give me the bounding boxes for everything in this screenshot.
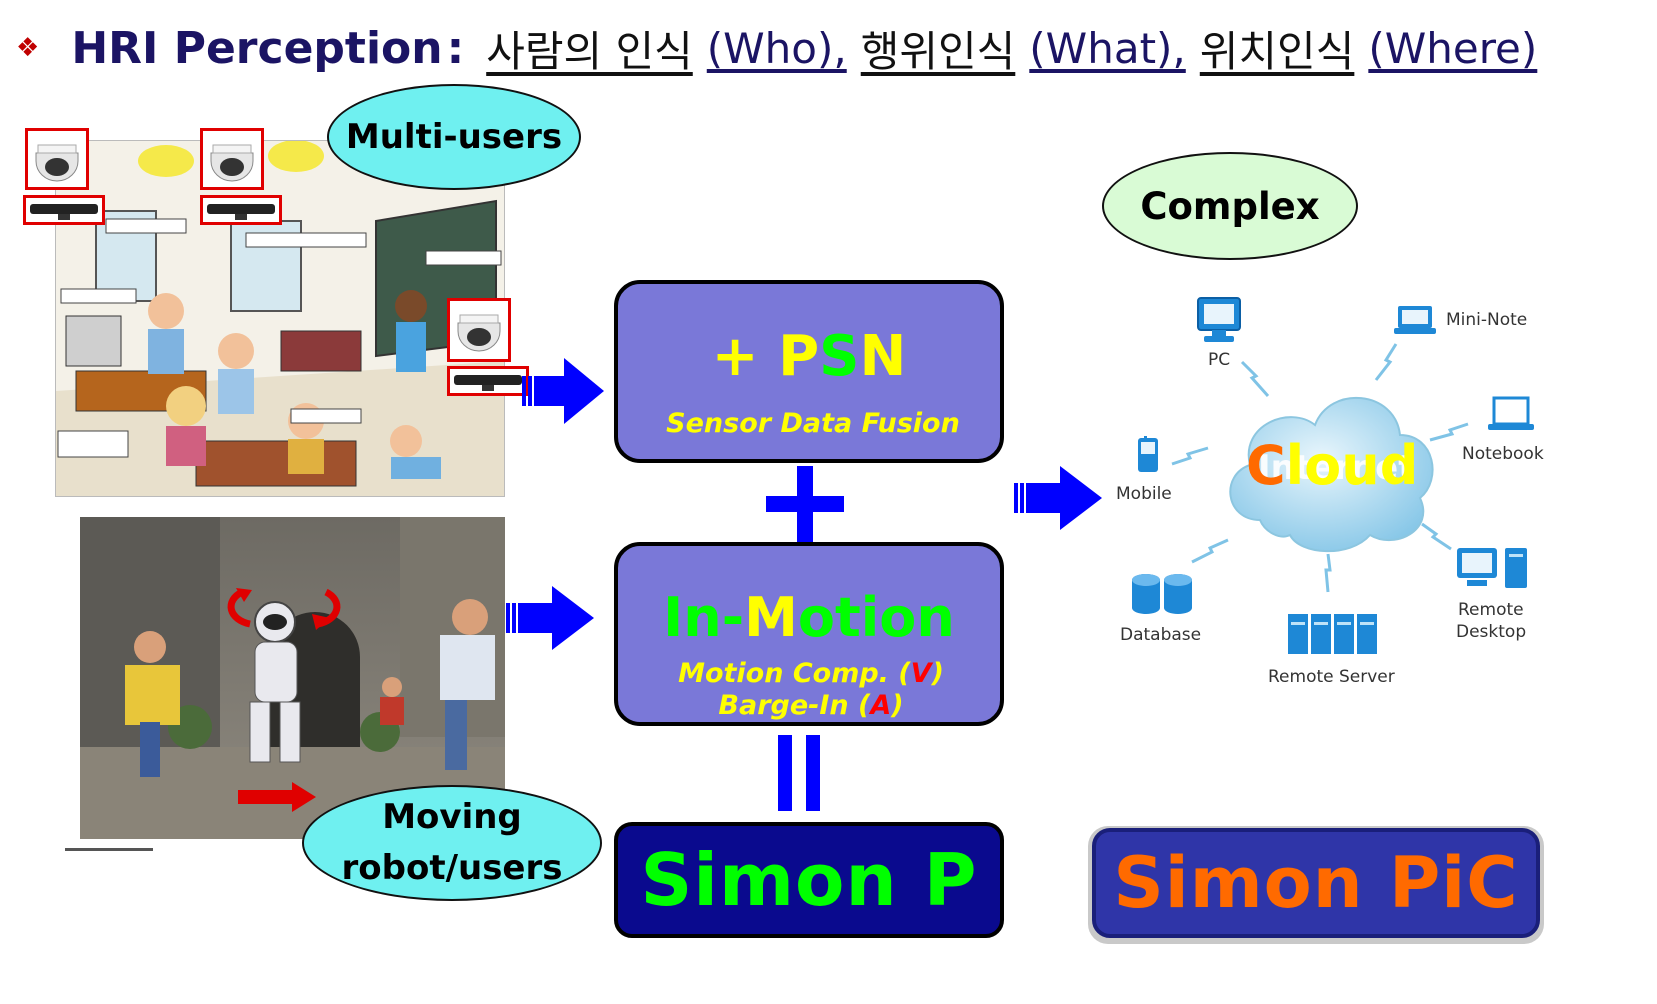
database-label: Database [1120,625,1202,645]
notebook-label: Notebook [1462,444,1544,464]
title-where-en: (Where) [1368,23,1538,73]
barge-in-a: Barge-In ( [718,690,871,721]
mini-note-label: Mini-Note [1446,310,1528,330]
remote-desktop-label-2: Desktop [1456,622,1527,642]
psn-plus: + [711,324,779,389]
photo-caption-line [65,848,153,851]
in-motion-c: otion [797,586,955,649]
title-what-kr: 행위인식 [860,26,1016,76]
title-what-en: (What), [1029,23,1186,73]
remote-desktop-icon [1457,548,1527,588]
plus-icon [766,466,844,542]
camera-icon [200,128,264,190]
simon-p-text: Simon P [640,838,978,922]
title-colon: : [446,22,465,74]
movement-arrow-icon [238,782,316,812]
title-where-kr: 위치인식 [1199,26,1355,76]
mobile-icon [1138,436,1158,472]
notebook-icon [1488,396,1534,430]
in-motion-a: In- [663,586,745,649]
psn-p: P [778,324,820,389]
simon-p-box: Simon P [614,822,1004,938]
mini-note-icon [1394,306,1436,334]
arrow-right-icon [522,358,604,424]
moving-users-label: Moving robot/users [302,785,602,901]
connection-lines [1171,343,1469,593]
title-lead: HRI Perception [71,22,443,74]
bullet-icon: ❖ [16,33,40,63]
motion-comp-b: ) [931,658,944,689]
in-motion-b: M [744,586,798,649]
classroom-illustration [55,140,505,497]
camera-icon [447,298,511,362]
psn-n: N [859,324,907,389]
cloud-label: Cloud [1246,434,1418,497]
camera-icon [25,128,89,190]
arrow-right-icon [1014,466,1102,530]
multi-users-text: Multi-users [345,117,563,157]
title-who-kr: 사람의 인식 [486,26,693,76]
cloud-label-rest: loud [1285,434,1419,497]
moving-users-text: Moving robot/users [341,797,563,888]
page-title: ❖ HRI Perception : 사람의 인식 (Who), 행위인식 (W… [16,18,1537,78]
mobile-label: Mobile [1116,484,1172,504]
remote-server-icon [1288,614,1377,654]
multi-users-label: Multi-users [327,84,581,190]
barge-in-v: A [870,690,892,721]
motion-comp-line: Motion Comp. (V) [618,658,1004,689]
equals-icon [778,735,820,811]
cloud-icon [1229,396,1434,553]
simon-pic-text: Simon PiC [1113,842,1519,924]
motion-comp-v: V [910,658,932,689]
pc-label: PC [1208,350,1231,370]
barge-in-b: ) [891,690,904,721]
simon-pic-box: Simon PiC [1092,828,1540,938]
title-who-en: (Who), [706,23,847,73]
kinect-sensor-icon [447,366,529,396]
pc-icon [1197,297,1241,342]
psn-s: S [819,324,860,389]
kinect-sensor-icon [23,195,105,225]
database-icon [1132,574,1192,614]
kinect-sensor-icon [200,195,282,225]
complex-text: Complex [1140,184,1320,228]
cloud-inner-label: Internet [1258,448,1415,488]
remote-desktop-label-1: Remote [1458,600,1524,620]
rotation-arrows-icon [227,588,341,630]
barge-in-line: Barge-In (A) [618,690,1004,721]
motion-comp-a: Motion Comp. ( [678,658,911,689]
complex-label: Complex [1102,152,1358,260]
psn-subtitle: Sensor Data Fusion [666,408,960,439]
remote-server-label: Remote Server [1268,667,1395,687]
arrow-right-icon [506,586,594,650]
cloud-label-c: C [1246,434,1286,497]
